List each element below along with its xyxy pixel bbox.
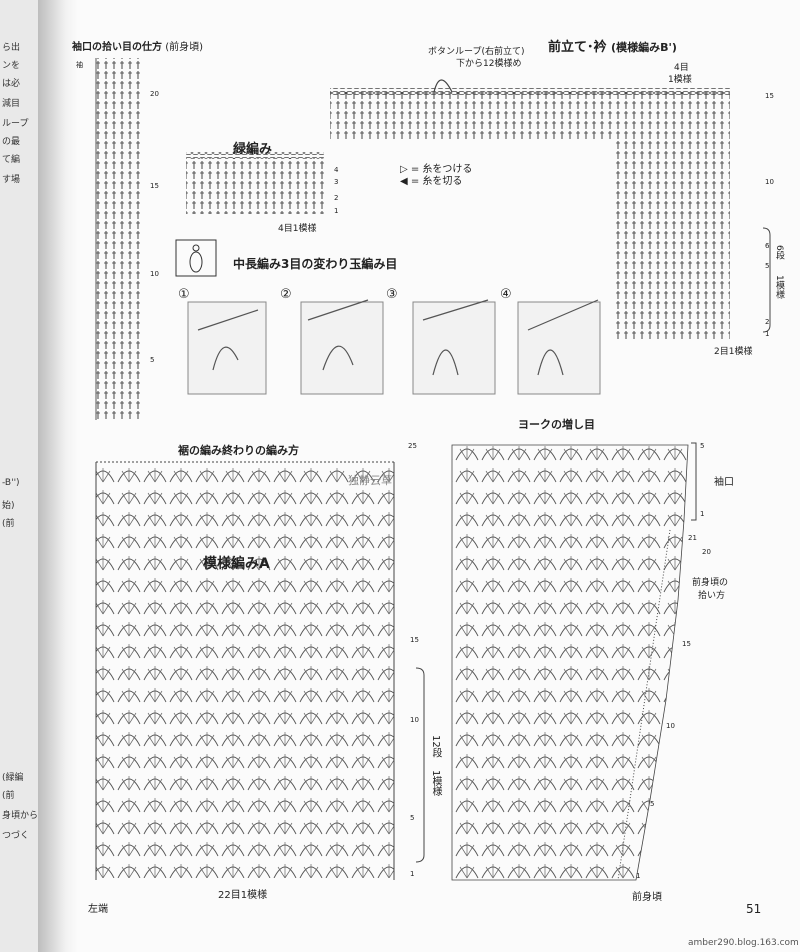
pattern-a-bottom: 22目1模様 xyxy=(218,890,268,901)
left-edge-fragment: の最 xyxy=(2,137,21,147)
band-side-a: 6段 xyxy=(774,245,784,260)
edging-title: 緑編み xyxy=(233,142,273,157)
edging-chart xyxy=(186,152,324,214)
band-row: 2 xyxy=(765,318,770,326)
band-row: 10 xyxy=(765,178,774,186)
sleeve-pickup-row-top: 袖 xyxy=(76,61,83,69)
left-edge-fragment: 始) xyxy=(2,501,15,511)
popcorn-step: ③ xyxy=(386,287,398,302)
sleeve-pickup-chart xyxy=(95,58,144,420)
popcorn-step-illustrations xyxy=(187,299,601,395)
yoke-front-label: 前身頃 xyxy=(632,892,662,903)
loop-note-1: ボタンループ(右前立て) xyxy=(428,47,525,57)
left-edge-fragment: ンを xyxy=(2,61,21,71)
yoke-row: 10 xyxy=(666,722,675,730)
band-row-top: 15 xyxy=(765,92,774,100)
front-band-chart xyxy=(330,79,730,340)
legend-cut-yarn: ◀ = 糸を切る xyxy=(400,176,463,187)
popcorn-step: ④ xyxy=(500,287,512,302)
left-edge-fragment: は必 xyxy=(2,79,21,89)
watermark: 独静云草 xyxy=(348,474,392,487)
yoke-chart xyxy=(451,444,689,881)
band-repeat-a: 4目 xyxy=(674,63,689,73)
left-edge-fragment: す場 xyxy=(2,175,21,185)
edging-row: 1 xyxy=(334,207,339,215)
yoke-row: 1 xyxy=(636,872,641,880)
left-edge-fragment: (前 xyxy=(2,519,15,529)
yoke-inc-row: 20 xyxy=(702,548,711,556)
left-edge-fragment: (緑編 xyxy=(2,773,24,783)
front-band-title: 前立て･衿 (模様編みB') xyxy=(548,40,677,55)
edging-row: 4 xyxy=(334,166,339,174)
yoke-row-top: 1 xyxy=(700,510,705,518)
left-edge-fragment: 減目 xyxy=(2,99,21,109)
sleeve-row-label: 15 xyxy=(150,182,159,190)
gutter-shadow xyxy=(38,0,78,952)
row-brackets xyxy=(415,227,771,863)
sleeve-row-label: 5 xyxy=(150,356,155,364)
legend-join-yarn: ▷ = 糸をつける xyxy=(400,164,473,175)
sleeve-pickup-title: 袖口の拾い目の仕方 (前身頃) xyxy=(72,42,203,53)
pattern-a-row: 10 xyxy=(410,716,419,724)
pattern-a-chart xyxy=(95,461,395,880)
left-edge-fragment: ループ xyxy=(2,119,29,129)
yoke-pickup-2: 拾い方 xyxy=(698,591,726,601)
pattern-a-row: 15 xyxy=(410,636,419,644)
band-row: 6 xyxy=(765,242,770,250)
yoke-inc-row: 21 xyxy=(688,534,697,542)
band-row: 5 xyxy=(765,262,770,270)
pattern-a-side-b: 1模様 xyxy=(430,770,441,797)
page-number: 51 xyxy=(746,902,762,916)
pattern-a-title: 模様編みA xyxy=(203,556,270,572)
edging-repeat: 4目1模様 xyxy=(278,224,317,234)
band-side-b: 1模様 xyxy=(774,275,784,299)
left-edge-fragment: 身頃から xyxy=(2,811,39,821)
loop-note-2: 下から12模様め xyxy=(456,59,522,69)
hem-end-title: 裾の編み終わりの編み方 xyxy=(178,444,299,457)
footer-url: amber290.blog.163.com xyxy=(688,938,799,948)
yoke-row: 15 xyxy=(682,640,691,648)
band-repeat-b: 1模様 xyxy=(668,75,692,85)
pattern-a-row: 5 xyxy=(410,814,415,822)
popcorn-title: 中長編み3目の変わり玉編み目 xyxy=(233,257,398,271)
yoke-row: 5 xyxy=(650,800,655,808)
yoke-armhole: 袖口 xyxy=(714,477,734,488)
popcorn-step: ① xyxy=(178,287,190,302)
band-bottom-label: 2目1模様 xyxy=(714,347,753,357)
left-edge-fragment: つづく xyxy=(2,831,30,841)
yoke-pickup-1: 前身頃の xyxy=(692,578,729,588)
pattern-a-row: 1 xyxy=(410,870,415,878)
edging-row: 3 xyxy=(334,178,339,186)
crochet-charts xyxy=(95,58,771,881)
hem-end-row: 25 xyxy=(408,442,417,450)
yoke-title: ヨークの増し目 xyxy=(518,418,595,431)
edging-row: 2 xyxy=(334,194,339,202)
popcorn-symbol-box xyxy=(175,239,217,277)
popcorn-step: ② xyxy=(280,287,292,302)
band-row: 1 xyxy=(765,330,770,338)
left-edge-fragment: ら出 xyxy=(2,43,21,53)
sleeve-row-label: 10 xyxy=(150,270,159,278)
yoke-row-top: 5 xyxy=(700,442,705,450)
left-edge-fragment: -B'') xyxy=(2,478,20,488)
left-edge-fragment: て編 xyxy=(2,155,21,165)
pattern-a-side-a: 12段 xyxy=(430,735,441,758)
left-corner-label: 左端 xyxy=(88,904,108,915)
left-edge-fragment: (前 xyxy=(2,791,15,801)
sleeve-row-label: 20 xyxy=(150,90,159,98)
